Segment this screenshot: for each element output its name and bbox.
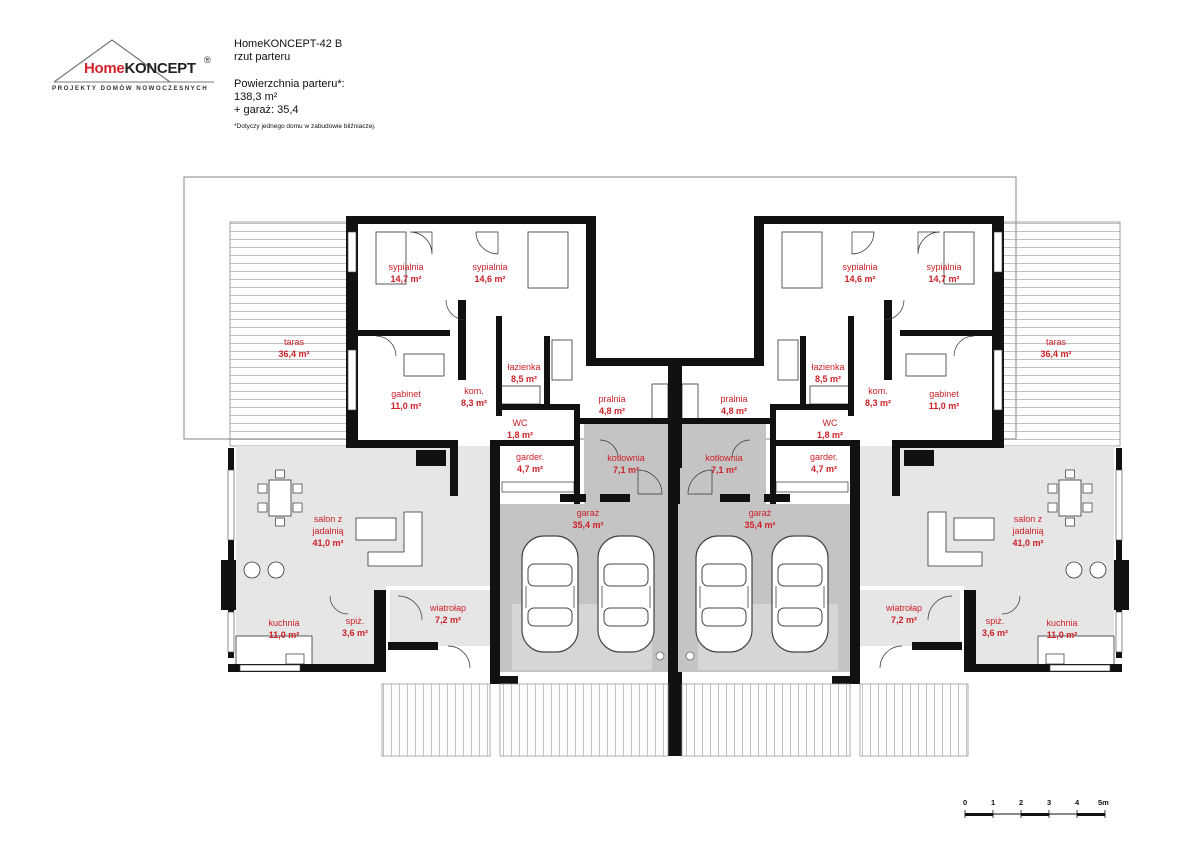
room-name: garaż bbox=[577, 508, 600, 518]
plan-info: HomeKONCEPT-42 B rzut parteru Powierzchn… bbox=[234, 38, 376, 133]
room-area: 8,5 m² bbox=[815, 374, 841, 384]
scale-bar bbox=[964, 810, 1106, 818]
room-area: 7,1 m² bbox=[711, 465, 737, 475]
room-area: 4,8 m² bbox=[721, 406, 747, 416]
room-area: 14,7 m² bbox=[928, 274, 959, 284]
room-name: spiż. bbox=[346, 616, 365, 626]
room-name: gabinet bbox=[391, 389, 421, 399]
scale-tick: 0 bbox=[963, 798, 968, 807]
room-area: 11,0 m² bbox=[1047, 630, 1078, 640]
room-name: kuchnia bbox=[268, 618, 299, 628]
room-name: jadalnią bbox=[311, 526, 343, 536]
room-name: taras bbox=[1046, 337, 1067, 347]
room-name: łazienka bbox=[811, 362, 844, 372]
room-name: łazienka bbox=[507, 362, 540, 372]
scale-tick: 5m bbox=[1098, 798, 1109, 807]
logo bbox=[52, 38, 222, 98]
room-name: sypialnia bbox=[842, 262, 877, 272]
room-name: spiż. bbox=[986, 616, 1005, 626]
scale-tick: 3 bbox=[1047, 798, 1052, 807]
room-name: WC bbox=[823, 418, 838, 428]
room-name: kuchnia bbox=[1046, 618, 1077, 628]
room-area: 8,3 m² bbox=[865, 398, 891, 408]
room-area: 3,6 m² bbox=[342, 628, 368, 638]
room-area: 14,7 m² bbox=[390, 274, 421, 284]
room-name: gabinet bbox=[929, 389, 959, 399]
room-name: WC bbox=[513, 418, 528, 428]
room-name: sypialnia bbox=[472, 262, 507, 272]
room-area: 11,0 m² bbox=[929, 401, 960, 411]
right-house bbox=[672, 216, 1129, 757]
room-name: kom. bbox=[464, 386, 484, 396]
left-walls bbox=[221, 216, 682, 756]
room-area: 35,4 m² bbox=[572, 520, 603, 530]
scale-labels: 0 1 2 3 4 5m bbox=[960, 798, 1110, 826]
room-name: pralnia bbox=[720, 394, 747, 404]
room-area: 11,0 m² bbox=[391, 401, 422, 411]
room-name: sypialnia bbox=[388, 262, 423, 272]
area-note: *Dotyczy jednego domu w zabudowie bliźni… bbox=[234, 123, 376, 130]
view-name: rzut parteru bbox=[234, 51, 291, 63]
scale-tick: 1 bbox=[991, 798, 996, 807]
room-area: 1,8 m² bbox=[507, 430, 533, 440]
logo-tagline: PROJEKTY DOMÓW NOWOCZESNYCH bbox=[52, 85, 209, 92]
logo-registered: ® bbox=[204, 55, 211, 65]
room-area: 36,4 m² bbox=[1040, 349, 1071, 359]
room-name: jadalnią bbox=[1011, 526, 1043, 536]
room-name: taras bbox=[284, 337, 305, 347]
room-area: 36,4 m² bbox=[278, 349, 309, 359]
room-name: kom. bbox=[868, 386, 888, 396]
room-area: 11,0 m² bbox=[269, 630, 300, 640]
garage-value: + garaż: 35,4 bbox=[234, 104, 299, 116]
left-room-labels: sypialnia 14,7 m² sypialnia 14,6 m² tara… bbox=[268, 262, 644, 640]
logo-roof-icon bbox=[53, 39, 214, 83]
room-name: garder. bbox=[516, 452, 544, 462]
room-name: wiatrołap bbox=[429, 603, 466, 613]
left-terrace bbox=[229, 221, 349, 447]
left-boiler-room-floor bbox=[584, 424, 670, 504]
room-area: 8,3 m² bbox=[461, 398, 487, 408]
scale-tick: 4 bbox=[1075, 798, 1080, 807]
room-name: pralnia bbox=[598, 394, 625, 404]
room-area: 7,2 m² bbox=[435, 615, 461, 625]
right-room-labels: sypialnia 14,6 m² sypialnia 14,7 m² tara… bbox=[705, 262, 1077, 640]
room-area: 7,2 m² bbox=[891, 615, 917, 625]
room-area: 7,1 m² bbox=[613, 465, 639, 475]
scale-tick: 2 bbox=[1019, 798, 1024, 807]
room-name: garder. bbox=[810, 452, 838, 462]
logo-wordmark: HomeKONCEPT bbox=[84, 60, 196, 77]
room-area: 35,4 m² bbox=[744, 520, 775, 530]
room-name: salon z bbox=[314, 514, 343, 524]
room-area: 14,6 m² bbox=[844, 274, 875, 284]
room-area: 3,6 m² bbox=[982, 628, 1008, 638]
room-area: 4,7 m² bbox=[517, 464, 543, 474]
area-label: Powierzchnia parteru*: bbox=[234, 78, 345, 90]
project-name: HomeKONCEPT-42 B bbox=[234, 38, 343, 50]
room-area: 1,8 m² bbox=[817, 430, 843, 440]
room-area: 8,5 m² bbox=[511, 374, 537, 384]
room-name: sypialnia bbox=[926, 262, 961, 272]
room-area: 41,0 m² bbox=[312, 538, 343, 548]
room-name: garaż bbox=[749, 508, 772, 518]
room-name: salon z bbox=[1014, 514, 1043, 524]
room-area: 4,8 m² bbox=[599, 406, 625, 416]
room-name: kotłownia bbox=[705, 453, 743, 463]
room-name: wiatrołap bbox=[885, 603, 922, 613]
room-area: 41,0 m² bbox=[1012, 538, 1043, 548]
left-house bbox=[221, 216, 682, 757]
room-name: kotłownia bbox=[607, 453, 645, 463]
room-area: 14,6 m² bbox=[474, 274, 505, 284]
area-value: 138,3 m² bbox=[234, 91, 278, 103]
room-area: 4,7 m² bbox=[811, 464, 837, 474]
